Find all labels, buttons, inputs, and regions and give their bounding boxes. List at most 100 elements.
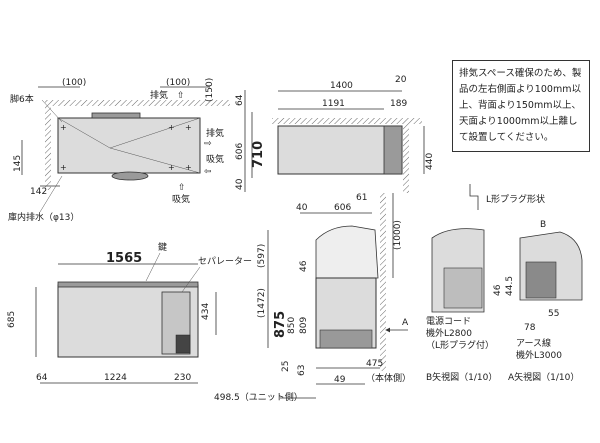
- label-plug-shape: L形プラグ形状: [486, 193, 545, 205]
- label-exhaust-side: 排気: [206, 127, 224, 139]
- svg-text:+: +: [185, 123, 192, 132]
- top-view-compressor: [111, 171, 149, 181]
- top-view-fold-line: [109, 147, 201, 174]
- label-separator: セパレーター: [198, 256, 252, 267]
- dim-1565: 1565: [106, 251, 142, 266]
- dim-46: 46: [493, 284, 503, 296]
- dim-1000: (1000): [393, 220, 403, 250]
- top-view-fold-line: [57, 117, 111, 149]
- dim-710: 710: [251, 141, 266, 168]
- svg-text:+: +: [185, 163, 192, 172]
- svg-text:+: +: [60, 123, 67, 132]
- dim-46: 46: [299, 260, 309, 272]
- label-arrow-b: B: [540, 220, 546, 230]
- svg-text:+: +: [168, 123, 175, 132]
- label-intake-bottom: 吸気: [172, 193, 190, 205]
- dim-49: 49: [334, 375, 346, 385]
- dim-475: 475: [366, 359, 383, 369]
- dim-145: 145: [13, 155, 23, 172]
- machine-room: [319, 329, 373, 349]
- dim-1191: 1191: [322, 99, 345, 109]
- dim-606: 606: [334, 203, 351, 213]
- svg-text:+: +: [60, 163, 67, 172]
- arrow-up-icon: ⇧: [177, 91, 185, 101]
- dim-61: 61: [356, 193, 367, 203]
- view-b: 電源コード 機外L2800 （L形プラグ付） B矢視図（1/10） L形プラグ形…: [426, 184, 545, 383]
- label-feet: 脚6本: [10, 93, 34, 105]
- top-view-lid-hinge: [91, 112, 141, 119]
- view-a-vent: [525, 261, 557, 299]
- dim-clear-left: (100): [62, 78, 86, 88]
- label-arrow-a: A: [402, 318, 409, 328]
- label-earth: アース線: [516, 337, 551, 349]
- label-cord: 電源コード: [426, 316, 471, 327]
- wall-left-hatch: [45, 100, 51, 190]
- dim-20: 20: [395, 75, 407, 85]
- dim-850: 850: [287, 317, 297, 334]
- view-b-vent: [443, 267, 483, 309]
- label-drain: 庫内排水（φ13）: [8, 211, 79, 223]
- top-view: + + + + + + (100) (100) (150) 145 142 64…: [8, 78, 266, 223]
- top-view-body: [57, 117, 201, 174]
- dim-40: 40: [296, 203, 308, 213]
- plug-icon: [469, 184, 479, 210]
- dim-440: 440: [425, 153, 435, 170]
- dim-25: 25: [281, 361, 291, 372]
- label-intake-side: 吸気: [206, 153, 224, 165]
- arrow-right-icon: ⇨: [204, 139, 212, 149]
- label-key: 鍵: [158, 241, 167, 253]
- side-view-body: [277, 125, 403, 175]
- dim-606: 606: [235, 143, 245, 160]
- leader-line: [145, 252, 161, 282]
- label-exhaust-top: 排気: [150, 89, 168, 101]
- dim-875: 875: [273, 311, 288, 338]
- label-cord-plug: （L形プラグ付）: [426, 339, 494, 351]
- dim-44.5: 44.5: [505, 276, 515, 296]
- svg-text:+: +: [168, 163, 175, 172]
- dim-597: (597): [257, 244, 267, 268]
- label-cord-length: 機外L2800: [426, 327, 472, 339]
- front-view-lid: [57, 281, 199, 288]
- label-body-side: （本体側）: [366, 372, 411, 384]
- caption-view-b: B矢視図（1/10）: [426, 371, 497, 383]
- dim-40: 40: [235, 178, 245, 190]
- dim-64: 64: [36, 373, 48, 383]
- foot-marks: + + + + + +: [60, 123, 192, 172]
- leader-line: [41, 99, 63, 123]
- dim-clear-right: (100): [166, 78, 190, 88]
- dim-434: 434: [201, 303, 211, 320]
- dim-78: 78: [524, 323, 536, 333]
- dim-1400: 1400: [330, 81, 353, 91]
- dim-230: 230: [174, 373, 191, 383]
- leader-line: [181, 266, 201, 293]
- section-view: 40 606 61 (1000) (597) (1472) 875 850 80…: [214, 193, 411, 403]
- dim-clear-top: (150): [205, 78, 215, 102]
- front-view: 1565 685 434 64 1224 230 鍵 セパレーター: [7, 241, 252, 384]
- label-earth-length: 機外L3000: [516, 349, 562, 361]
- arrow-up-icon: ⇧: [178, 183, 186, 193]
- wall-right-hatch: [403, 118, 409, 193]
- side-view: 1400 1191 20 189 440: [272, 75, 435, 193]
- dim-809: 809: [299, 317, 309, 334]
- dim-142: 142: [30, 187, 47, 197]
- side-view-unit: [383, 125, 403, 175]
- leader-line: [39, 175, 63, 213]
- dim-1224: 1224: [104, 373, 127, 383]
- dim-685: 685: [7, 311, 17, 328]
- view-a: 46 44.5 55 78 アース線 機外L3000 A矢視図（1/10） B: [493, 220, 583, 383]
- dim-64: 64: [235, 94, 245, 106]
- glass-lid: [315, 225, 379, 279]
- control-panel: [175, 334, 191, 354]
- dim-55: 55: [548, 309, 559, 319]
- dim-1472: (1472): [257, 288, 267, 318]
- wall-top-hatch: [45, 100, 230, 106]
- caption-view-a: A矢視図（1/10）: [508, 371, 579, 383]
- wall-right-hatch: [380, 193, 386, 371]
- wall-top-hatch: [272, 118, 422, 124]
- dim-4985: 498.5（ユニット側）: [214, 391, 303, 403]
- installation-note: 排気スペース確保のため、製品の左右側面より100mm以上、背面より150mm以上…: [452, 60, 590, 152]
- arrow-left-icon: ⇦: [204, 167, 212, 177]
- top-view-fold-line: [109, 117, 201, 149]
